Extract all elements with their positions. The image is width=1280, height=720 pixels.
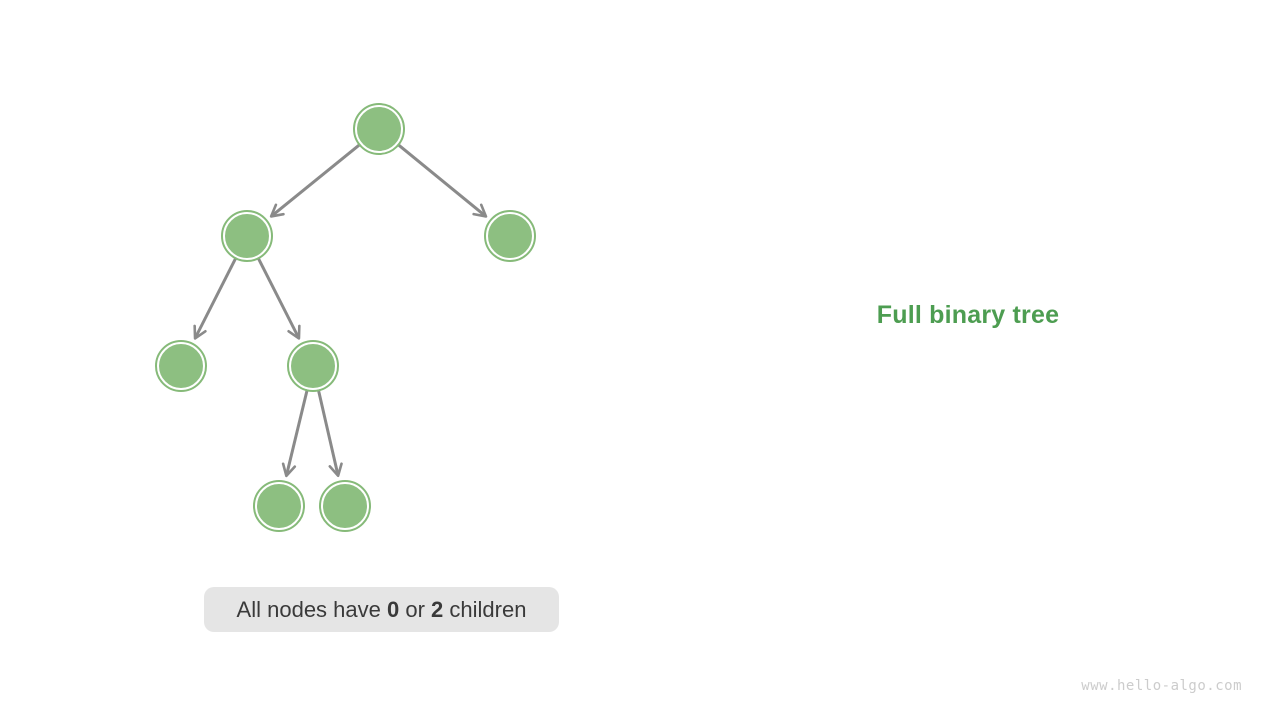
- node-circle-border: [287, 340, 339, 392]
- tree-edge-lr-lrr: [316, 389, 343, 478]
- tree-node-r: [484, 210, 536, 262]
- tree-node-lrl: [253, 480, 305, 532]
- node-circle-fill: [255, 482, 303, 530]
- node-circle-border: [484, 210, 536, 262]
- node-circle-border: [221, 210, 273, 262]
- tree-edge-l-ll: [193, 256, 238, 340]
- node-circle-fill: [223, 212, 271, 260]
- caption-word: All nodes have: [236, 596, 387, 622]
- caption-bold-number: 0: [386, 596, 400, 622]
- node-circle-border: [155, 340, 207, 392]
- node-circle-border: [253, 480, 305, 532]
- tree-node-ll: [155, 340, 207, 392]
- caption-bold-number: 2: [431, 596, 444, 622]
- diagram-title: Full binary tree: [876, 301, 1060, 329]
- node-circle-fill: [486, 212, 534, 260]
- tree-edges: [193, 142, 488, 478]
- tree-node-lrr: [319, 480, 371, 532]
- tree-edge-l-lr: [256, 256, 301, 340]
- caption-text: All nodes have 0 or 2 children: [237, 597, 527, 623]
- node-circle-border: [319, 480, 371, 532]
- tree-nodes: [155, 103, 536, 532]
- watermark-url: www.hello-algo.com: [1081, 678, 1242, 694]
- tree-node-root: [353, 103, 405, 155]
- node-circle-border: [353, 103, 405, 155]
- node-circle-fill: [157, 342, 205, 390]
- caption-word: or: [399, 596, 432, 622]
- tree-edge-lr-lrl: [281, 388, 309, 478]
- tree-edge-root-r: [396, 143, 488, 218]
- tree-node-lr: [287, 340, 339, 392]
- caption-pill: All nodes have 0 or 2 children: [204, 587, 559, 632]
- node-circle-fill: [355, 105, 403, 153]
- node-circle-fill: [321, 482, 369, 530]
- tree-node-l: [221, 210, 273, 262]
- tree-edge-root-l: [269, 142, 362, 218]
- node-circle-fill: [289, 342, 337, 390]
- caption-word: children: [443, 596, 527, 622]
